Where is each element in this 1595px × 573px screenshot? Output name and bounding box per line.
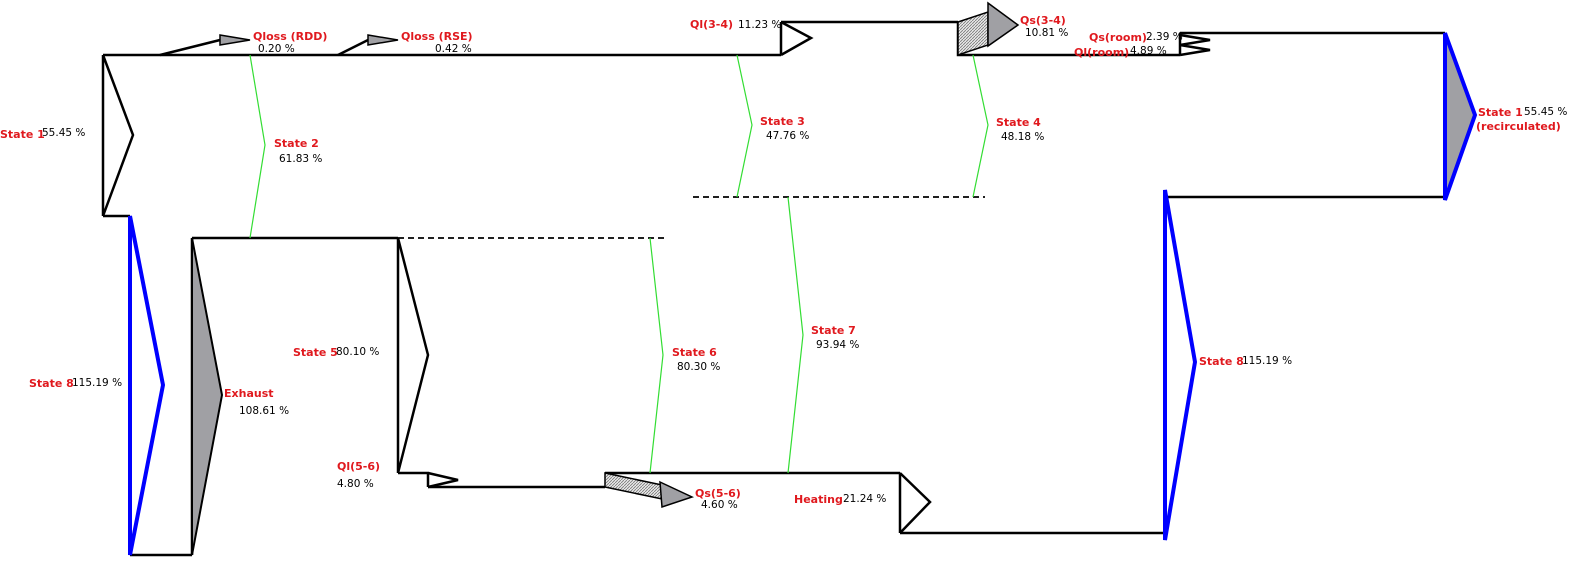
state4-label: State 4 xyxy=(996,116,1041,129)
qs34-label: Qs(3-4) xyxy=(1020,14,1066,27)
qs34-arrow xyxy=(987,1,1020,48)
qs34-hatch xyxy=(957,10,989,57)
qloss-rdd-arrow xyxy=(219,34,251,46)
state3-label: State 3 xyxy=(760,115,805,128)
heating-value: 21.24 % xyxy=(843,493,887,505)
state2-value: 61.83 % xyxy=(279,153,323,165)
state1-arrow xyxy=(101,54,135,217)
ql34-value: 11.23 % xyxy=(738,19,782,31)
state8-left-label: State 8 xyxy=(29,377,74,390)
state1-recirc-arrow xyxy=(1443,32,1478,201)
state4-link xyxy=(972,54,989,198)
qs56-hatch xyxy=(604,472,663,500)
exhaust-value: 108.61 % xyxy=(239,405,290,417)
exhaust-label: Exhaust xyxy=(224,387,274,400)
state5-arrow xyxy=(396,237,430,474)
qloss-rse-label: Qloss (RSE) xyxy=(401,30,473,43)
state8-right-label: State 8 xyxy=(1199,355,1244,368)
qloss-rdd-label: Qloss (RDD) xyxy=(253,30,328,43)
qloss-rse-branch xyxy=(337,38,369,57)
room-zigzag xyxy=(1178,33,1211,57)
heating-arrow xyxy=(898,472,932,534)
ql56-arrow xyxy=(398,471,459,489)
state1-label: State 1 xyxy=(0,128,45,141)
state5-label: State 5 xyxy=(293,346,338,359)
state3-link xyxy=(736,54,753,198)
state2-label: State 2 xyxy=(274,137,319,150)
qs-room-label: Qs(room) xyxy=(1089,31,1147,44)
state8-left-value: 115.19 % xyxy=(72,377,123,389)
supply-line xyxy=(1168,31,1445,199)
state8-right-value: 115.19 % xyxy=(1242,355,1293,367)
state6-label: State 6 xyxy=(672,346,717,359)
qs56-label: Qs(5-6) xyxy=(695,487,741,500)
ql56-value: 4.80 % xyxy=(337,478,374,490)
state2-link xyxy=(249,54,266,239)
exhaust-line xyxy=(103,214,398,557)
heating-label: Heating xyxy=(794,493,843,506)
qs56-value: 4.60 % xyxy=(701,499,738,511)
state8-right-arrow xyxy=(1163,189,1198,541)
exhaust-arrow xyxy=(191,237,224,556)
qloss-rse-arrow xyxy=(367,34,399,46)
state5-value: 80.10 % xyxy=(336,346,380,358)
state3-value: 47.76 % xyxy=(766,130,810,142)
ql34-arrow xyxy=(779,20,814,57)
state6-value: 80.30 % xyxy=(677,361,721,373)
ql-room-label: Ql(room) xyxy=(1074,46,1130,59)
state6-link xyxy=(649,237,664,474)
qs56-arrow xyxy=(659,480,695,509)
state4-value: 48.18 % xyxy=(1001,131,1045,143)
ql-room-value: 4.89 % xyxy=(1130,45,1167,57)
state1-value: 55.45 % xyxy=(42,127,86,139)
state7-value: 93.94 % xyxy=(816,339,860,351)
state1-recirc-sublabel: (recirculated) xyxy=(1476,120,1561,133)
state1-recirc-value: 55.45 % xyxy=(1524,106,1568,118)
state7-link xyxy=(787,196,804,474)
qloss-rse-value: 0.42 % xyxy=(435,43,472,55)
state8-left-arrow xyxy=(128,215,166,556)
state7-label: State 7 xyxy=(811,324,856,337)
qloss-rdd-branch xyxy=(159,38,221,57)
lower-flow-line xyxy=(428,471,1165,535)
ql56-label: Ql(5-6) xyxy=(337,460,381,473)
qs34-value: 10.81 % xyxy=(1025,27,1069,39)
ql34-label: Ql(3-4) xyxy=(690,18,734,31)
state1-recirc-label: State 1 xyxy=(1478,106,1523,119)
qloss-rdd-value: 0.20 % xyxy=(258,43,295,55)
qs-room-value: 2.39 % xyxy=(1146,31,1183,43)
